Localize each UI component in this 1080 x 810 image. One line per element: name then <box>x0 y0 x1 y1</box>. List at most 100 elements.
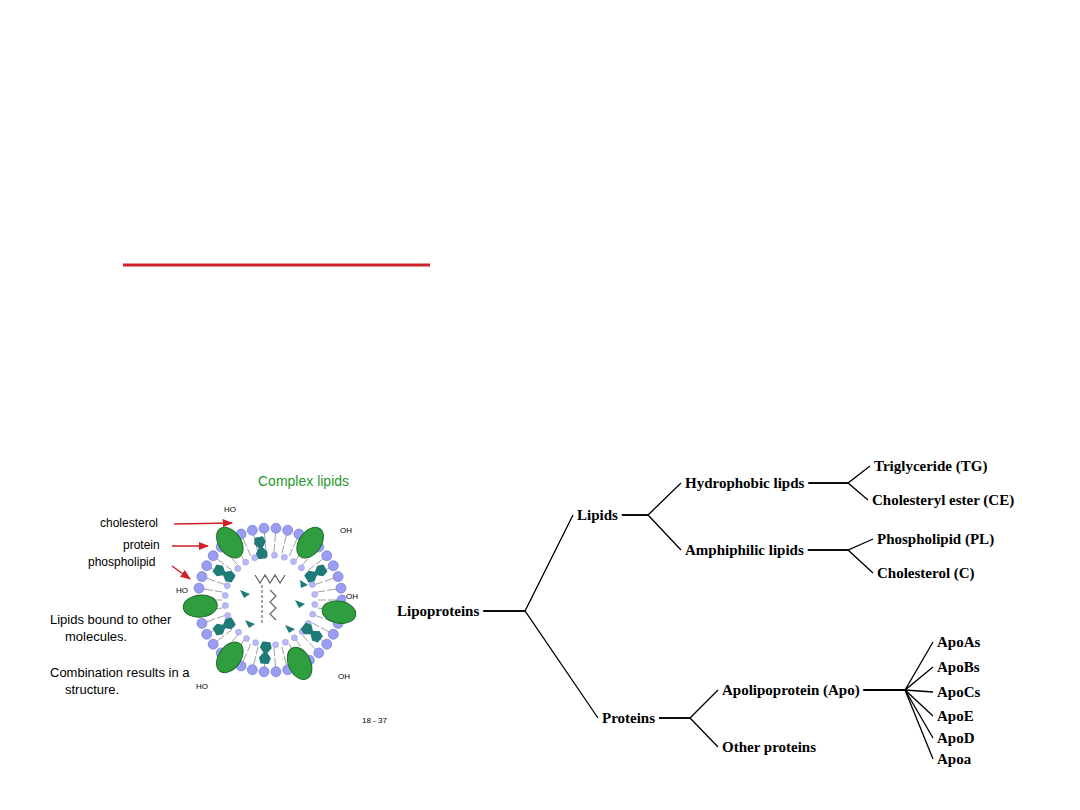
tree-branch <box>483 611 598 718</box>
tree-term: Hydrophobic lipds <box>683 473 806 494</box>
phospholipid-head <box>208 639 218 649</box>
inner-head <box>222 593 228 599</box>
tree-branch <box>864 690 933 716</box>
leader-arrow <box>172 566 190 579</box>
leader-arrow <box>174 523 232 524</box>
lipid-tail <box>253 656 255 666</box>
inner-head <box>224 583 230 589</box>
tree-term: Lipoproteins <box>395 601 481 622</box>
tree-branch <box>864 690 933 759</box>
protein-drop <box>211 637 249 677</box>
phospholipid-head <box>247 665 257 675</box>
tree-term: ApoAs <box>935 632 982 653</box>
phospholipid-head <box>283 525 293 535</box>
lipid-tail <box>317 591 325 592</box>
tree-term: ApoBs <box>935 657 982 678</box>
annotation: phospholipid <box>88 555 155 571</box>
annotation: 18 - 37 <box>362 716 387 726</box>
phospholipid-head <box>322 639 332 649</box>
triglyceride-chain <box>255 575 285 583</box>
protein-drops <box>182 522 357 683</box>
term-text: Lipids <box>577 507 618 524</box>
cholesterol-molecule <box>258 641 272 664</box>
inner-head <box>312 591 318 597</box>
lipid-tail <box>327 589 337 591</box>
lipid-tail <box>274 532 276 542</box>
core-lipids <box>240 575 308 633</box>
lipid-tail <box>308 566 314 571</box>
term-text: Phospholipid (PL) <box>877 531 994 548</box>
term-text: ApoBs <box>937 659 980 676</box>
hydroxyl-label: OH <box>338 672 350 682</box>
tree-branch <box>483 515 573 611</box>
cholesterol-molecule <box>299 621 324 644</box>
lipid-tail <box>274 658 276 668</box>
phospholipid-head <box>202 629 212 639</box>
lipid-tail <box>203 589 213 591</box>
tree-term: Proteins <box>600 708 657 729</box>
tree-term: Apolipoprotein (Apo) <box>720 680 862 701</box>
phospholipid-head <box>259 667 269 677</box>
term-text: ApoCs <box>937 684 980 701</box>
tree-branch <box>864 690 933 738</box>
hydroxyl-label: OH <box>346 592 358 602</box>
protein-drop <box>182 594 218 619</box>
inner-head <box>281 554 287 560</box>
phospholipid-head <box>271 667 281 677</box>
tree-term: Cholesterol (C) <box>875 563 977 584</box>
cholesterol-molecule <box>212 563 237 584</box>
hydroxyl-label: HO <box>224 505 236 515</box>
annotation: Combination results in a structure. <box>50 665 190 699</box>
figure-title: Complex lipids <box>258 472 349 490</box>
triglyceride-chain <box>261 585 262 625</box>
lipid-tail <box>206 619 215 622</box>
phospholipid-layer <box>193 523 347 677</box>
lipid-tail <box>296 640 300 647</box>
cholesteryl-ester <box>240 580 308 633</box>
tree-branch <box>864 642 933 690</box>
phospholipid-head <box>333 572 343 582</box>
phospholipid-head <box>328 629 338 639</box>
phospholipid-head <box>271 523 281 533</box>
annotation: protein <box>123 538 160 554</box>
term-text: Hydrophobic lipds <box>685 475 804 492</box>
lipid-tail <box>325 578 334 581</box>
hydroxyl-label: HO <box>176 586 188 596</box>
lipid-tail <box>232 635 237 641</box>
lipid-tail <box>206 578 215 581</box>
protein-drop <box>320 598 357 626</box>
inner-head <box>222 603 228 609</box>
lipid-tail <box>318 600 326 601</box>
lipid-tail <box>289 549 292 556</box>
tree-branch <box>808 550 873 573</box>
inner-head <box>225 612 231 618</box>
inner-head <box>252 555 258 561</box>
lipid-tail <box>217 582 225 585</box>
annotation: cholesterol <box>100 516 158 532</box>
inner-head <box>291 635 297 641</box>
tree-branch <box>864 667 933 690</box>
leader-arrow <box>172 545 208 547</box>
lipid-tail <box>312 623 319 627</box>
term-text: Apolipoprotein (Apo) <box>722 682 860 699</box>
term-text: Other proteins <box>722 739 816 756</box>
hydroxyl-label: HO <box>196 682 208 692</box>
lipid-tail <box>328 600 338 601</box>
tree-term: ApoE <box>935 706 976 727</box>
tree-term: Other proteins <box>720 737 818 758</box>
tree-branch <box>659 718 718 747</box>
lipid-tail <box>284 534 286 544</box>
inner-head <box>282 639 288 645</box>
term-text: ApoAs <box>937 634 980 651</box>
lipid-tail <box>226 566 232 571</box>
inner-head <box>236 629 242 635</box>
term-text: Proteins <box>602 710 655 727</box>
lipid-tail <box>315 582 323 585</box>
tree-term: Amphiphilic lipids <box>683 540 806 561</box>
lipid-tail <box>315 616 323 619</box>
inner-head <box>243 559 249 565</box>
phospholipid-head <box>328 561 338 571</box>
